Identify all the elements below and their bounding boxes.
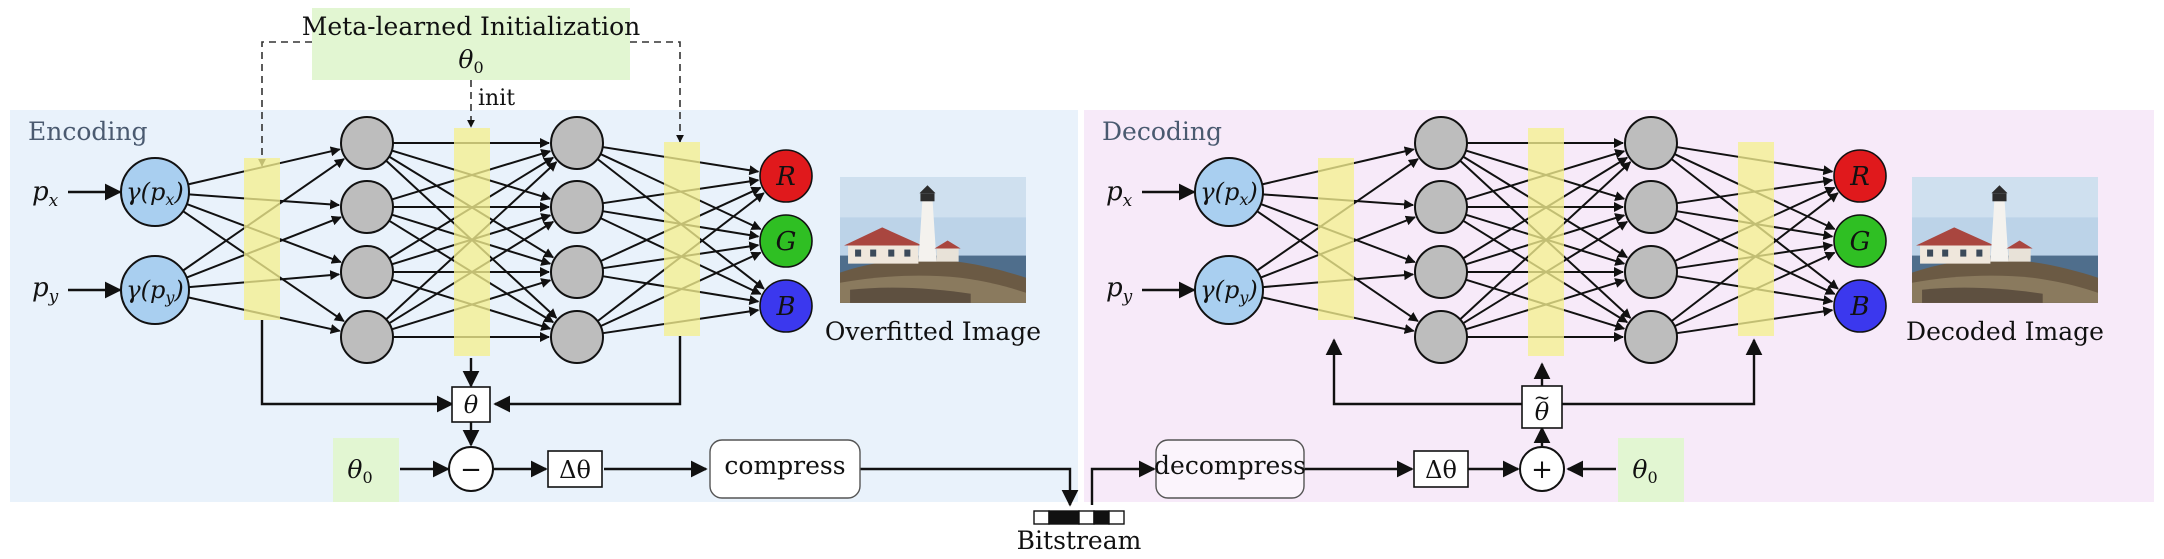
encoding-output-node-b	[759, 279, 813, 333]
init-label: init	[478, 86, 515, 111]
decoding-output-label-g: G	[1850, 227, 1871, 257]
encoding-output-node-r	[759, 149, 813, 203]
encoding-hidden-node	[550, 180, 604, 234]
encoding-hidden-node	[340, 116, 394, 170]
decoding-hidden-node	[1624, 310, 1678, 364]
decoding-hidden-node	[1414, 310, 1468, 364]
encoding-input-px: px	[32, 177, 59, 211]
decoding-input-px: px	[1106, 177, 1133, 211]
meta-init-theta0: θ0	[458, 45, 483, 77]
decoding-output-node-g	[1833, 214, 1887, 268]
encoding-theta0: θ0	[347, 455, 372, 487]
decoding-delta-theta-box	[1413, 450, 1469, 488]
encoding-output-node-g	[759, 214, 813, 268]
encoding-hidden-node	[550, 116, 604, 170]
encoding-delta-theta-box	[547, 450, 603, 488]
encoding-output-label-r: R	[775, 162, 796, 192]
encoding-theta-box	[451, 386, 491, 423]
meta-init-title: Meta-learned Initialization	[302, 12, 640, 41]
decoding-output-node-r	[1833, 149, 1887, 203]
decoding-weight-band-2	[1528, 128, 1564, 356]
compress-box	[709, 439, 861, 499]
decoding-hidden-node	[1624, 245, 1678, 299]
encoding-theta0-box	[333, 438, 399, 502]
encoding-minus-node	[448, 446, 494, 492]
encoding-minus: −	[460, 455, 482, 485]
decoding-weight-band-1	[1318, 158, 1354, 320]
decoding-output-node-b	[1833, 279, 1887, 333]
encoding-output-label-b: B	[775, 292, 795, 322]
encoding-hidden-node	[340, 180, 394, 234]
decoding-hidden-node	[1414, 116, 1468, 170]
compress-label: compress	[724, 451, 845, 480]
encoding-theta: θ	[464, 391, 479, 419]
encoding-hidden-node	[550, 245, 604, 299]
encoding-title: Encoding	[28, 117, 148, 146]
decoding-input-arrows	[1142, 183, 1196, 299]
decompress-box	[1155, 439, 1305, 499]
decoding-tilde: ~	[1534, 385, 1551, 409]
decoding-weight-band-3	[1738, 142, 1774, 336]
encoding-weight-band-1	[244, 158, 280, 320]
decoding-hidden-node	[1624, 116, 1678, 170]
encoding-hidden-node	[550, 310, 604, 364]
decoding-title: Decoding	[1102, 117, 1222, 146]
decoding-image-caption: Decoded Image	[1906, 317, 2104, 346]
decoding-theta-tilde: θ	[1535, 398, 1550, 426]
decompress-label: decompress	[1154, 451, 1306, 480]
init-dashed-links	[258, 41, 684, 167]
encoding-input-arrows	[68, 183, 122, 299]
encoding-weight-band-2	[454, 128, 490, 356]
decoding-output-label-r: R	[1849, 162, 1870, 192]
encoding-bottom-flow	[260, 320, 1079, 507]
decoding-panel	[1084, 110, 2154, 502]
decoding-theta0: θ0	[1632, 455, 1657, 487]
decoding-decoded-image	[1912, 177, 2098, 303]
decoding-network: γ(px) γ(py) R G B	[1194, 116, 1887, 364]
bitstream-label: Bitstream	[1017, 526, 1142, 555]
encoding-overfitted-image	[840, 177, 1026, 303]
decoding-plus-node	[1519, 446, 1565, 492]
encoding-output-label-g: G	[776, 227, 797, 257]
bitstream-block	[1033, 510, 1125, 525]
decoding-input-py: py	[1106, 273, 1133, 307]
decoding-gamma-py: γ(py)	[1200, 276, 1258, 307]
encoding-delta-theta: Δθ	[559, 456, 591, 484]
encoding-gamma-px: γ(px)	[126, 178, 183, 209]
encoding-network: γ(px) γ(py) R G B	[120, 116, 813, 364]
encoding-gamma-py: γ(py)	[126, 276, 184, 307]
decoding-hidden-node	[1414, 245, 1468, 299]
decoding-theta0-box	[1618, 438, 1684, 502]
decoding-hidden-node	[1414, 180, 1468, 234]
encoding-input-py: py	[32, 273, 59, 307]
decoding-hidden-node	[1624, 180, 1678, 234]
encoding-hidden-node	[340, 245, 394, 299]
decoding-theta-tilde-box	[1521, 385, 1563, 429]
decoding-delta-theta: Δθ	[1425, 456, 1457, 484]
decoding-bottom-flow	[1090, 338, 1763, 505]
decoding-plus: +	[1531, 455, 1553, 485]
encoding-image-caption: Overfitted Image	[825, 317, 1041, 346]
encoding-hidden-node	[340, 310, 394, 364]
meta-init-box	[312, 8, 630, 80]
decoding-gamma-px: γ(px)	[1200, 178, 1257, 209]
encoding-weight-band-3	[664, 142, 700, 336]
decoding-output-label-b: B	[1849, 292, 1869, 322]
